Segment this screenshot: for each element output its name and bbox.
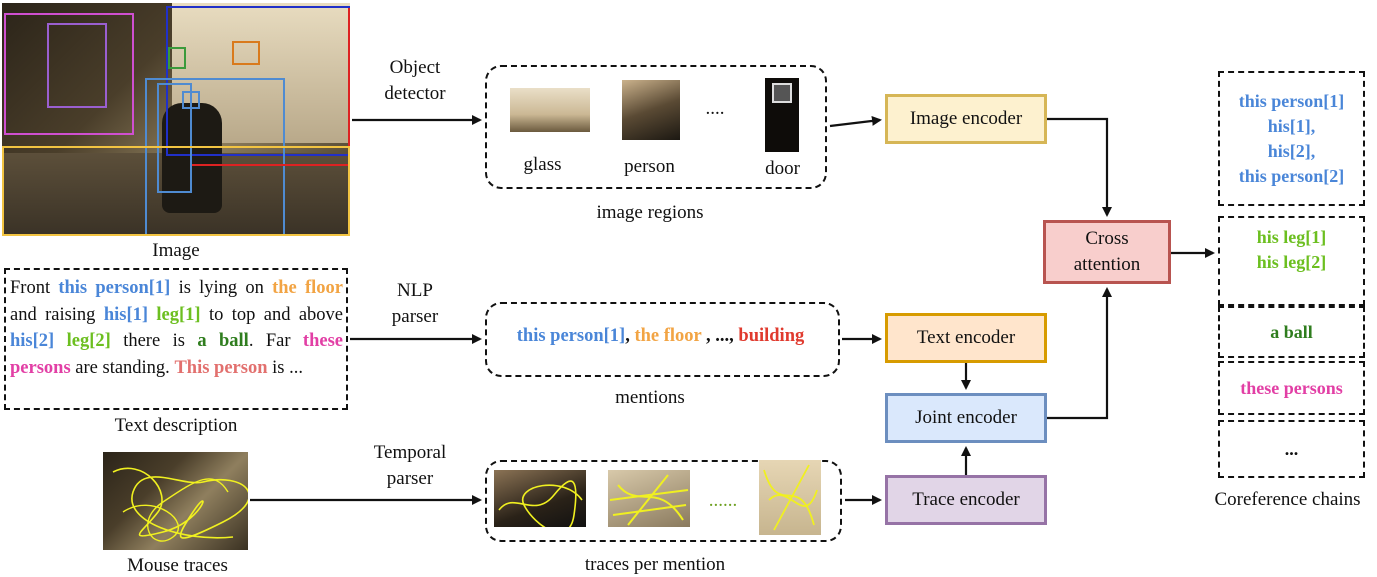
mention-building: building bbox=[738, 326, 805, 346]
trace-thumb-1-scribble bbox=[498, 480, 583, 527]
bbox-red bbox=[192, 8, 350, 166]
arrow-image-encoder-to-cross bbox=[1047, 117, 1112, 217]
region-glass-label: glass bbox=[523, 154, 562, 175]
nlp-parser-label-1: NLP bbox=[397, 280, 433, 301]
mention-separator: , ..., bbox=[701, 326, 739, 346]
region-person-label: person bbox=[624, 156, 675, 177]
trace-thumb-2 bbox=[608, 470, 690, 527]
bbox-blue-small bbox=[157, 83, 192, 193]
person-figure bbox=[162, 103, 222, 213]
image-regions-caption: image regions bbox=[596, 202, 704, 223]
mention-his-2: his[2] bbox=[10, 331, 55, 351]
bbox-blue-ball bbox=[182, 91, 200, 109]
region-person-thumb bbox=[622, 80, 680, 140]
image-encoder: Image encoder bbox=[885, 94, 1047, 144]
chain-box-1 bbox=[1218, 71, 1365, 206]
mouse-traces-caption: Mouse traces bbox=[127, 555, 228, 576]
joint-encoder: Joint encoder bbox=[885, 393, 1047, 443]
chain-3: a ball bbox=[1270, 322, 1313, 342]
traces-caption: traces per mention bbox=[584, 554, 726, 575]
cross-attention: Cross attention bbox=[1043, 220, 1171, 284]
object-detector-label-1: Object bbox=[389, 57, 441, 78]
arrow-joint-to-cross bbox=[1047, 287, 1112, 420]
chain-box-5 bbox=[1218, 420, 1365, 478]
main-image bbox=[2, 3, 350, 236]
desc-text: . Far bbox=[248, 331, 303, 351]
mention-this-person-2: This person bbox=[174, 357, 268, 378]
chain-1-item: his[2], bbox=[1267, 141, 1316, 161]
text-description-box bbox=[4, 268, 348, 410]
desc-text: are standing. bbox=[70, 357, 175, 378]
nlp-parser-label-2: parser bbox=[391, 306, 439, 327]
text-encoder: Text encoder bbox=[885, 313, 1047, 363]
region-door-label: door bbox=[765, 158, 800, 179]
region-glass-thumb bbox=[510, 88, 590, 132]
region-door-thumb bbox=[765, 78, 799, 152]
trace-thumb-3 bbox=[759, 460, 821, 535]
trace-scribble bbox=[112, 467, 248, 542]
desc-text: to top and above bbox=[200, 304, 343, 325]
cross-attention-label-2: attention bbox=[1073, 254, 1141, 275]
temporal-parser-label-1: Temporal bbox=[373, 442, 447, 463]
mention-floor: the floor bbox=[634, 326, 702, 346]
traces-ellipsis: ...... bbox=[708, 490, 738, 511]
chain-1-item: this person[2] bbox=[1238, 166, 1345, 186]
trace-thumb-1 bbox=[494, 470, 586, 527]
mention-separator: , bbox=[625, 326, 635, 346]
chain-4: these persons bbox=[1240, 378, 1343, 398]
image-caption: Image bbox=[152, 240, 200, 261]
mentions-box bbox=[485, 302, 840, 377]
desc-text: is ... bbox=[267, 357, 303, 378]
chain-1-item: his[1], bbox=[1267, 116, 1316, 136]
trace-thumb-2-scribble bbox=[609, 474, 689, 526]
mouse-traces-image bbox=[103, 452, 248, 550]
bbox-magenta bbox=[4, 13, 134, 135]
mentions-line: this person[1], the floor , ..., buildin… bbox=[488, 326, 833, 347]
chain-box-3 bbox=[1218, 306, 1365, 358]
region-ellipsis: .... bbox=[705, 98, 725, 119]
mention-leg-1: leg[1] bbox=[156, 304, 201, 325]
chain-1: this person[1] his[1], his[2], this pers… bbox=[1220, 89, 1363, 189]
text-description: Front this person[1] is lying on the flo… bbox=[10, 275, 343, 381]
chain-5: ... bbox=[1284, 439, 1299, 459]
chain-box-2 bbox=[1218, 216, 1365, 306]
arrow-regions-to-image-encoder bbox=[829, 115, 882, 128]
desc-text: and raising bbox=[10, 304, 104, 325]
desc-text: Front bbox=[10, 278, 59, 298]
cross-attention-label-1: Cross bbox=[1085, 228, 1129, 249]
mention-his-1: his[1] bbox=[103, 304, 149, 325]
chain-box-4 bbox=[1218, 361, 1365, 415]
desc-text: there is bbox=[110, 331, 198, 351]
image-regions-box bbox=[485, 65, 827, 189]
mention-this-person-1: this person[1] bbox=[58, 278, 171, 298]
temporal-parser-label-2: parser bbox=[386, 468, 434, 489]
mention-this-person: this person[1] bbox=[516, 326, 626, 346]
chain-2: his leg[1] his leg[2] bbox=[1220, 225, 1363, 275]
bbox-purple bbox=[47, 23, 107, 108]
mention-a-ball: a ball bbox=[197, 331, 249, 351]
door-panel bbox=[772, 83, 792, 103]
bbox-green bbox=[168, 47, 186, 69]
bbox-yellow bbox=[2, 146, 350, 236]
bbox-orange bbox=[232, 41, 260, 65]
coreference-chains-caption: Coreference chains bbox=[1214, 489, 1361, 510]
trace-thumb-3-scribble bbox=[763, 464, 818, 531]
object-detector-label-2: detector bbox=[384, 83, 446, 104]
traces-box bbox=[485, 460, 842, 542]
text-description-caption: Text description bbox=[114, 415, 238, 436]
mentions-caption: mentions bbox=[615, 387, 685, 408]
trace-encoder: Trace encoder bbox=[885, 475, 1047, 525]
chain-1-item: this person[1] bbox=[1238, 91, 1345, 111]
mention-the-floor: the floor bbox=[272, 278, 343, 298]
chain-2-item: his leg[1] bbox=[1256, 227, 1327, 247]
desc-text: is lying on bbox=[170, 278, 273, 298]
mention-these-persons: these persons bbox=[10, 331, 343, 378]
mention-leg-2: leg[2] bbox=[66, 331, 111, 351]
chain-2-item: his leg[2] bbox=[1256, 252, 1327, 272]
